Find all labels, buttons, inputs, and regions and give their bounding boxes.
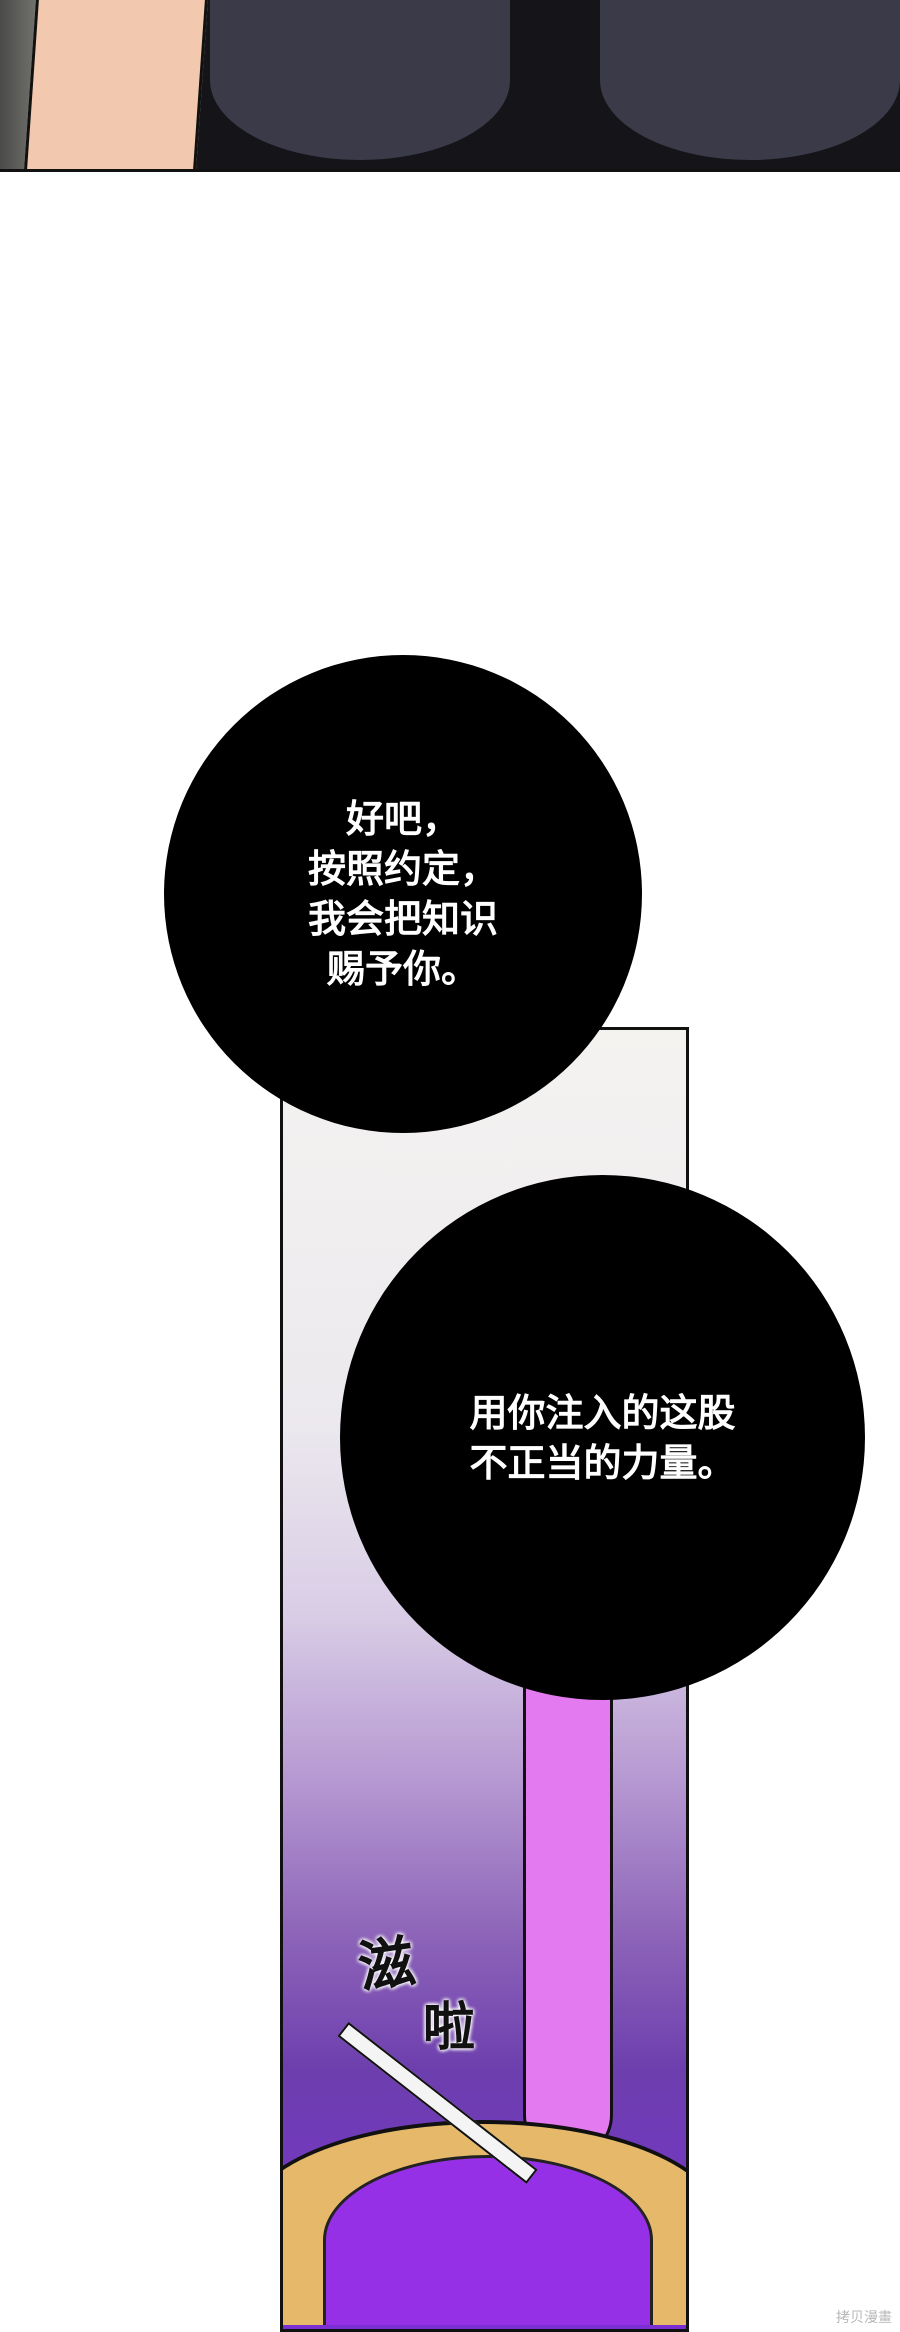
watermark: 拷贝漫畫 (836, 2310, 892, 2326)
sound-effect-1: 滋 (354, 1929, 419, 2002)
speech-bubble-1-text: 好吧， 按照约定， 我会把知识 赐予你。 (307, 797, 498, 991)
speech-bubble-2: 用你注入的这股 不正当的力量。 (340, 1175, 865, 1700)
leg-illustration-left (210, 0, 510, 160)
leg-illustration-right (600, 0, 900, 160)
purple-energy-pool (323, 2155, 653, 2325)
top-comic-panel (0, 0, 900, 172)
speech-bubble-1: 好吧， 按照约定， 我会把知识 赐予你。 (164, 655, 642, 1133)
sound-effect-2: 啦 (423, 1998, 476, 2058)
arm-illustration (24, 0, 208, 169)
speech-bubble-2-text: 用你注入的这股 不正当的力量。 (469, 1390, 736, 1485)
